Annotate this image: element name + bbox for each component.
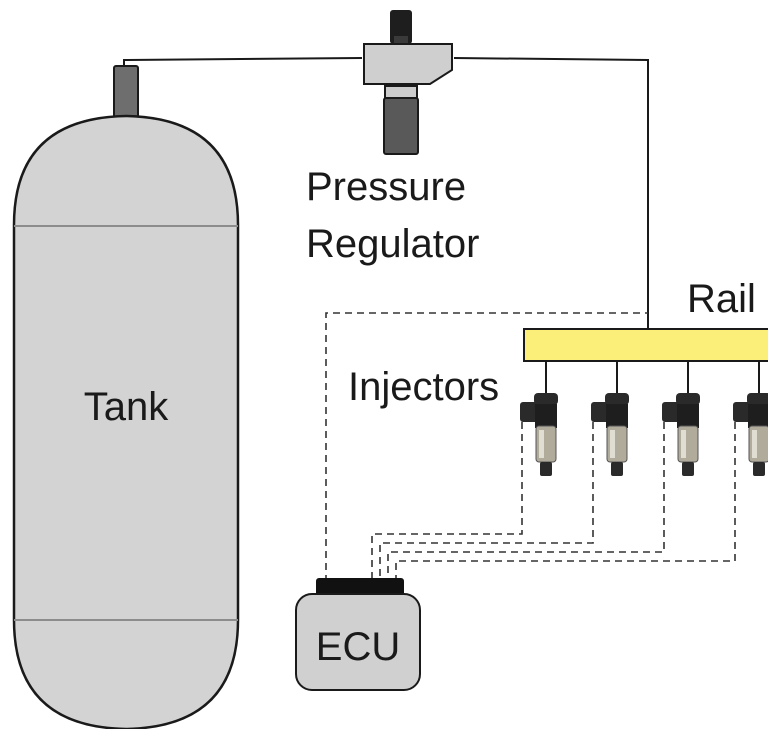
regulator-outlet-collar: [384, 85, 418, 99]
injector-upper-body: [677, 404, 699, 428]
regulator-outlet: [383, 97, 419, 155]
injectors-label: Injectors: [348, 365, 499, 409]
wire-ecu-to-injector: [387, 422, 665, 580]
injector: [591, 361, 629, 476]
injector-tip: [540, 462, 552, 476]
injector-connector: [662, 402, 680, 422]
injector-highlight: [681, 430, 686, 458]
wire-ecu-to-injector: [371, 422, 523, 580]
regulator-stem: [394, 36, 408, 46]
injector-upper-body: [606, 404, 628, 428]
injector-upper-body: [535, 404, 557, 428]
tank-to-regulator-line: [123, 57, 363, 66]
ecu: ECU: [295, 578, 421, 691]
wire-ecu-to-injector: [379, 422, 594, 580]
injector-highlight: [752, 430, 757, 458]
regulator-knob: [390, 10, 412, 44]
pressure-regulator: Pressure Regulator: [306, 10, 479, 266]
injector-highlight: [610, 430, 615, 458]
injector-connector: [520, 402, 538, 422]
ecu-wiring: [325, 312, 736, 582]
injector-metal-body: [748, 425, 768, 463]
tank: Tank: [12, 65, 240, 729]
wire-ecu-to-regulator: [325, 312, 648, 582]
rail-bar: [523, 328, 768, 362]
regulator-label-line2: Regulator: [306, 222, 479, 266]
tank-neck: [113, 65, 139, 119]
injector-highlight: [539, 430, 544, 458]
injector-tip: [611, 462, 623, 476]
injector-connector: [733, 402, 751, 422]
injector-cap: [605, 393, 629, 405]
injector-cap: [676, 393, 700, 405]
fuel-lines: [123, 57, 649, 330]
injector-cap: [747, 393, 768, 405]
ecu-label: ECU: [316, 625, 400, 669]
injectors: [520, 361, 768, 476]
tank-label: Tank: [84, 385, 169, 429]
regulator-to-rail-line: [453, 57, 649, 330]
ecu-body: [295, 593, 421, 691]
rail-label: Rail: [687, 277, 756, 321]
regulator-body: [363, 43, 453, 85]
injector-cap: [534, 393, 558, 405]
injector-upper-body: [748, 404, 768, 428]
injector-connector: [591, 402, 609, 422]
injector: [733, 361, 768, 476]
injector-tip: [682, 462, 694, 476]
fuel-rail: Rail: [523, 277, 768, 362]
injector-tip: [753, 462, 765, 476]
injector: [520, 361, 558, 476]
injector: [662, 361, 700, 476]
regulator-label-line1: Pressure: [306, 165, 466, 209]
